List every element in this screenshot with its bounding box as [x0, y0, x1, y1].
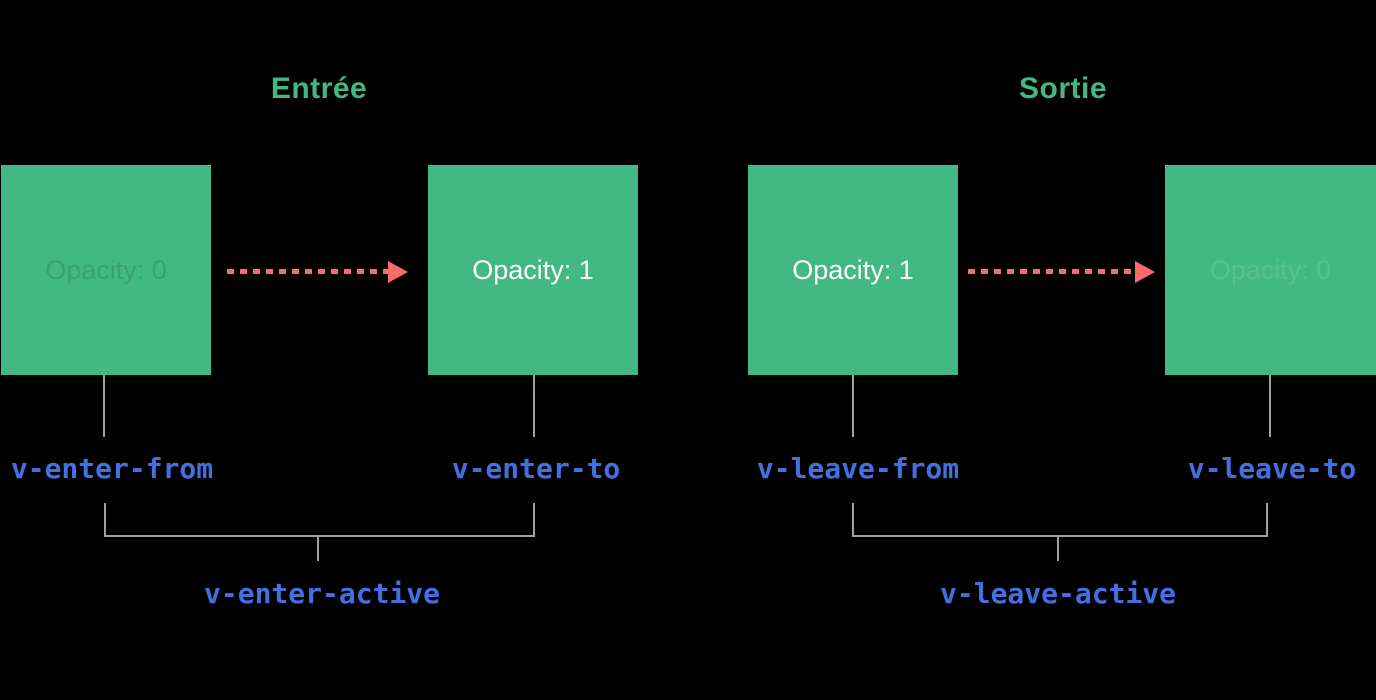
enter-from-class-label: v-enter-from	[10, 452, 214, 485]
leave-to-box: Opacity: 0	[1165, 165, 1376, 375]
leave-section-title: Sortie	[1018, 72, 1108, 105]
enter-to-class-label: v-enter-to	[451, 452, 621, 485]
leave-to-box-label: Opacity: 0	[1209, 254, 1332, 285]
enter-to-box-label: Opacity: 1	[472, 254, 594, 285]
leave-active-bracket	[852, 503, 1268, 537]
enter-active-class-label: v-enter-active	[203, 577, 441, 610]
leave-from-box: Opacity: 1	[748, 165, 958, 375]
enter-active-bracket-stem	[317, 537, 319, 561]
enter-transition-arrow-icon	[227, 260, 408, 283]
leave-from-class-label: v-leave-from	[756, 452, 960, 485]
connector-line-enter-from	[103, 375, 105, 437]
arrowhead-icon	[388, 260, 408, 283]
leave-transition-arrow-icon	[968, 260, 1155, 283]
enter-from-box: Opacity: 0	[1, 165, 211, 375]
leave-from-box-label: Opacity: 1	[792, 254, 914, 285]
leave-to-class-label: v-leave-to	[1187, 452, 1357, 485]
connector-line-leave-from	[852, 375, 854, 437]
leave-active-bracket-stem	[1057, 537, 1059, 561]
enter-active-bracket	[104, 503, 535, 537]
leave-active-class-label: v-leave-active	[939, 577, 1177, 610]
connector-line-enter-to	[533, 375, 535, 437]
dashed-line	[968, 269, 1135, 274]
connector-line-leave-to	[1269, 375, 1271, 437]
dashed-line	[227, 269, 388, 274]
enter-to-box: Opacity: 1	[428, 165, 638, 375]
enter-from-box-label: Opacity: 0	[45, 254, 167, 285]
enter-section-title: Entrée	[270, 72, 368, 105]
arrowhead-icon	[1135, 260, 1155, 283]
